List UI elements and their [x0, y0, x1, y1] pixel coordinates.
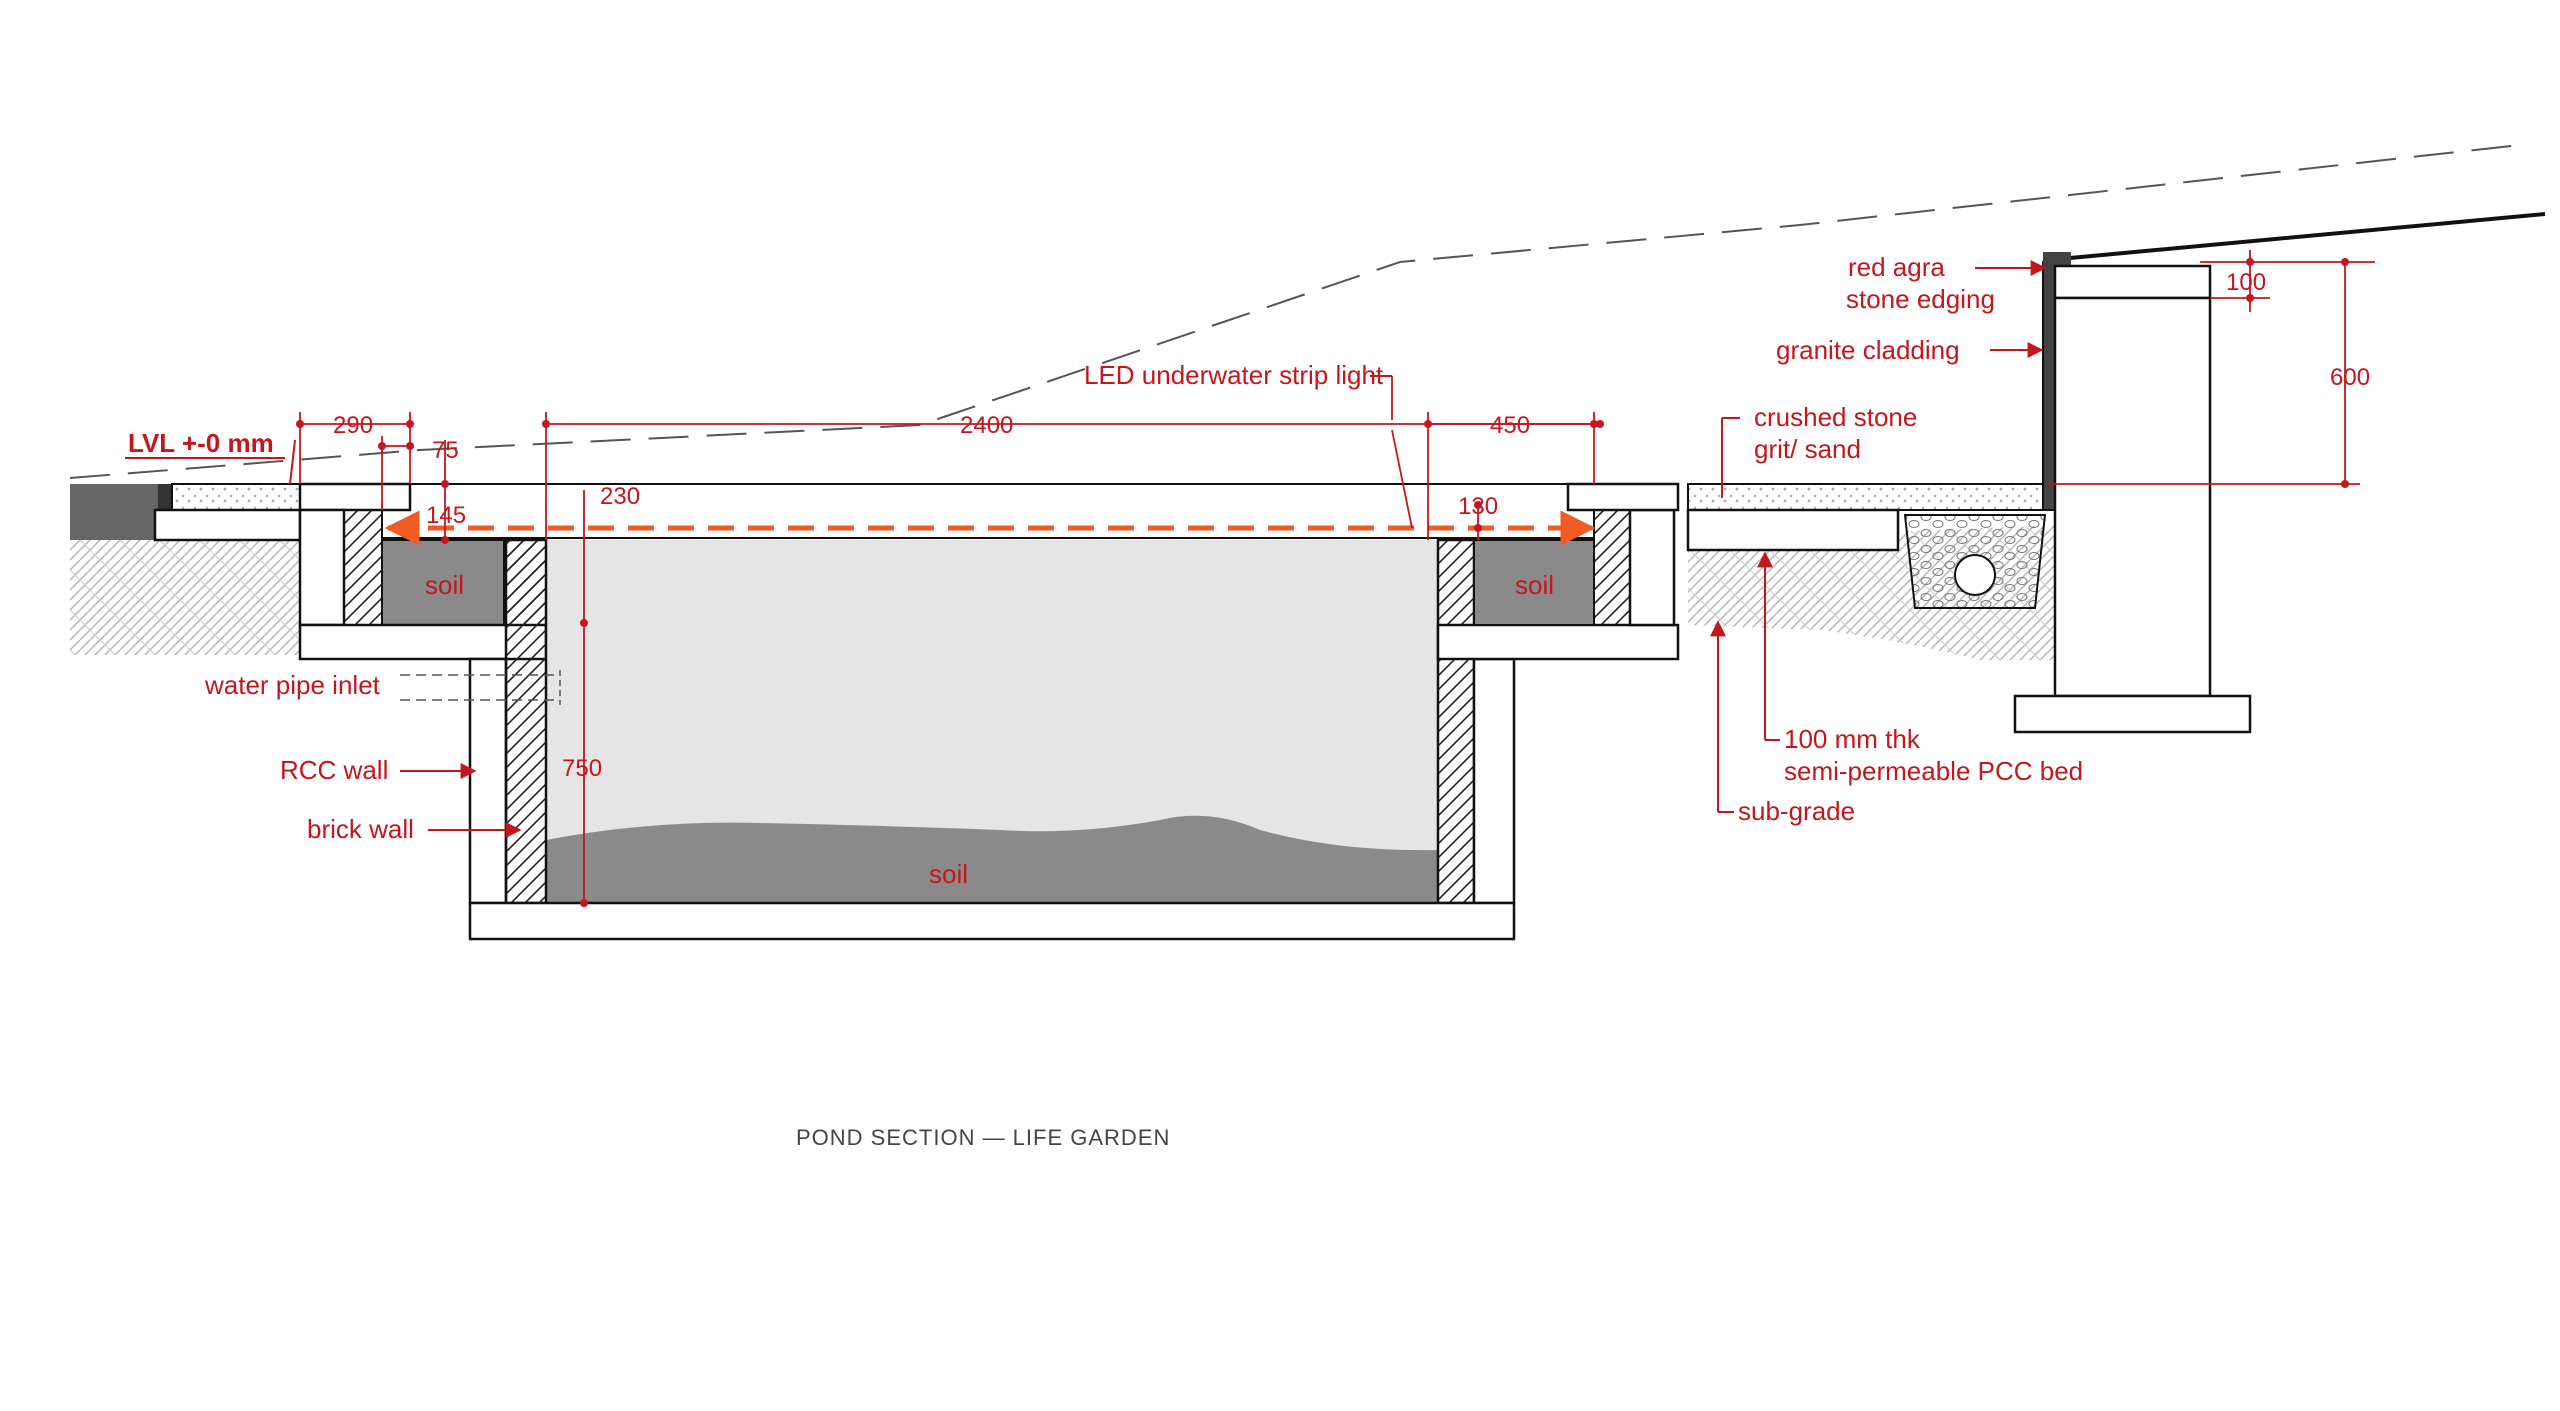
pond-brick-wall-right	[1436, 538, 1476, 905]
leader-lines	[289, 260, 2047, 838]
pcc-label-line1: 100 mm thk	[1784, 724, 1921, 754]
brick-wall-label: brick wall	[307, 814, 414, 844]
dim-130: 130	[1458, 493, 1498, 520]
red-agra-label-line2: stone edging	[1846, 284, 1995, 314]
granite-label: granite cladding	[1776, 335, 1960, 365]
dim-75: 75	[432, 437, 459, 464]
paving-left-dark	[70, 484, 158, 540]
right-outer-wall	[1628, 508, 1676, 627]
crushed-stone-label-line2: grit/ sand	[1754, 434, 1861, 464]
level-label: LVL +-0 mm	[128, 428, 274, 458]
red-agra-edging	[2043, 252, 2071, 266]
retaining-wall-cap	[2053, 264, 2212, 300]
retaining-wall-footing	[2013, 694, 2252, 734]
led-label: LED underwater strip light	[1084, 360, 1384, 390]
soil-right-label: soil	[1515, 570, 1554, 600]
coping-left	[298, 482, 412, 512]
soil-right-box	[1473, 539, 1595, 626]
pond-rcc-wall-left	[468, 657, 508, 905]
pond-base-slab	[468, 901, 1516, 941]
subgrade-label: sub-grade	[1738, 796, 1855, 826]
paving-left-gravel	[171, 483, 301, 511]
left-outer-wall	[298, 508, 346, 627]
red-agra-label-line1: red agra	[1848, 252, 1945, 282]
pond-brick-wall-left	[504, 538, 548, 905]
pcc-bed-left	[153, 508, 302, 542]
dim-2400: 2400	[960, 412, 1013, 439]
dim-450: 450	[1490, 412, 1530, 439]
soil-bottom-label: soil	[929, 859, 968, 889]
coping-right	[1566, 482, 1680, 512]
slab-right	[1436, 623, 1680, 661]
crushed-stone-layer	[1687, 483, 2049, 511]
crushed-stone-label-line1: crushed stone	[1754, 402, 1917, 432]
retaining-wall	[2053, 296, 2212, 698]
dim-145: 145	[426, 502, 466, 529]
rcc-wall-label: RCC wall	[280, 755, 388, 785]
pond-rcc-wall-right	[1472, 657, 1516, 905]
dim-750: 750	[562, 755, 602, 782]
ground-left	[70, 540, 300, 655]
dim-100: 100	[2226, 269, 2266, 296]
roof-line	[2069, 212, 2546, 260]
pond-soil	[546, 815, 1438, 903]
pcc-label-line2: semi-permeable PCC bed	[1784, 756, 2083, 786]
granite-cladding	[2042, 261, 2056, 511]
drawing-caption: POND SECTION — LIFE GARDEN	[796, 1125, 1170, 1150]
soil-left-label: soil	[425, 570, 464, 600]
slope-dashed-line	[69, 144, 2521, 479]
pcc-bed-right	[1686, 508, 1900, 552]
water-pipe-label: water pipe inlet	[204, 670, 381, 700]
dim-230: 230	[600, 483, 640, 510]
drain-pipe	[1954, 554, 1996, 596]
dimension-dots	[296, 258, 2349, 907]
dim-600: 600	[2330, 364, 2370, 391]
dim-290: 290	[333, 412, 373, 439]
soil-left-box	[381, 539, 505, 626]
